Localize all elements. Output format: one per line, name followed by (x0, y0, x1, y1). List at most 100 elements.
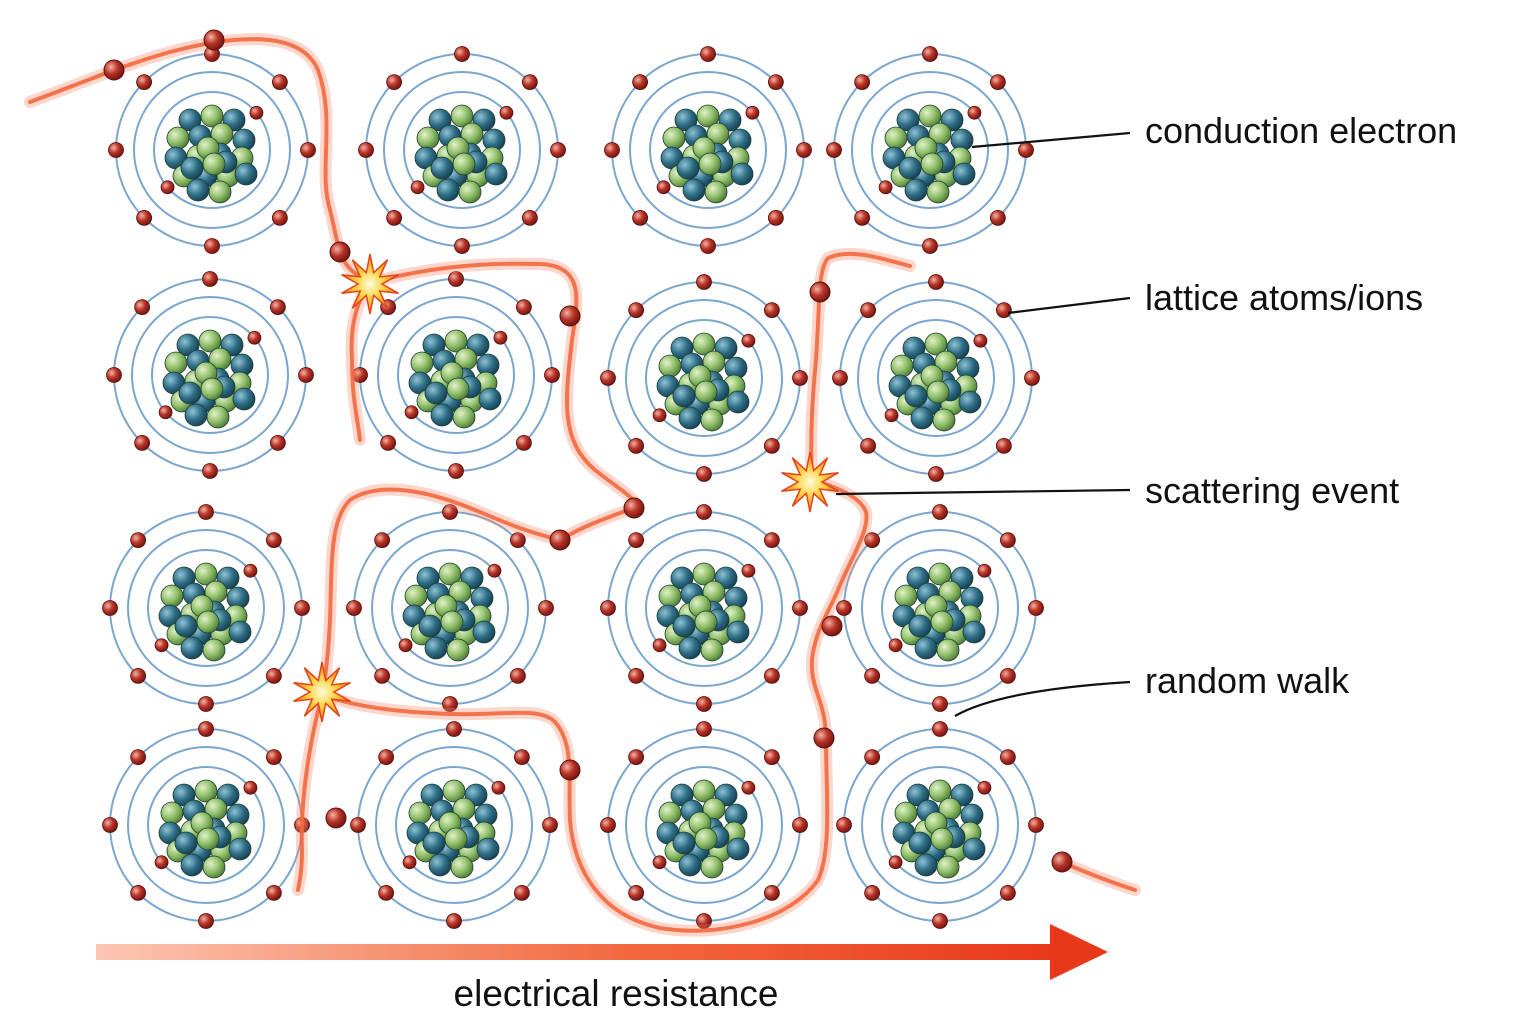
nucleus-sphere-green (890, 354, 914, 378)
orbit-ring (391, 549, 509, 667)
orbital-electron (154, 638, 169, 653)
orbital-electron (346, 600, 362, 616)
nucleus-sphere-green (160, 584, 184, 608)
orbital-electron (402, 855, 417, 870)
nucleus-sphere-green (198, 329, 222, 353)
orbital-electron (989, 209, 1006, 226)
orbital-electron (202, 463, 218, 479)
orbital-electron (294, 600, 310, 616)
orbital-electron (198, 696, 214, 712)
nucleus-sphere-green (450, 855, 474, 879)
orbit-ring (127, 746, 285, 904)
orbital-electron (380, 434, 397, 451)
lattice-atom (600, 274, 808, 482)
orbital-electron (130, 532, 147, 549)
nucleus-sphere-blue (908, 614, 932, 638)
orbital-electron (446, 913, 462, 929)
leader-lattice-atoms (1007, 296, 1131, 315)
orbital-electron (995, 437, 1012, 454)
orbital-electron (884, 408, 899, 423)
nucleus-sphere-blue (904, 178, 928, 202)
lattice-atom (836, 504, 1044, 712)
orbital-electron (989, 74, 1006, 91)
orbital-electron (792, 817, 808, 833)
lattice-atom (102, 721, 310, 929)
orbital-electron (826, 142, 842, 158)
orbital-electron (741, 563, 756, 578)
orbital-electron (878, 180, 893, 195)
orbital-electron (350, 817, 366, 833)
orbital-electron (410, 180, 425, 195)
orbital-electron (628, 532, 645, 549)
orbital-electron (154, 855, 169, 870)
nucleus (656, 779, 750, 879)
nucleus-sphere-green (446, 638, 470, 662)
nucleus-sphere-blue (422, 831, 446, 855)
nucleus-sphere-blue (174, 614, 198, 638)
orbital-electron (977, 563, 992, 578)
orbital-electron (374, 532, 391, 549)
nucleus-sphere-green (416, 126, 440, 150)
orbital-electron (198, 504, 214, 520)
orbital-electron (513, 749, 530, 766)
nucleus (406, 779, 500, 879)
nucleus-sphere-blue (672, 384, 696, 408)
orbital-electron (134, 434, 151, 451)
orbit-ring (629, 71, 787, 229)
orbital-electron (932, 721, 948, 737)
nucleus-sphere-blue (424, 381, 448, 405)
nucleus-sphere-blue (228, 620, 252, 644)
nucleus-sphere-green (704, 180, 728, 204)
orbital-electron (696, 466, 712, 482)
nucleus-sphere-green (458, 180, 482, 204)
orbital-electron (269, 434, 286, 451)
orbital-electron (700, 238, 716, 254)
nucleus-sphere-green (928, 779, 952, 803)
arrow-head-icon (1050, 924, 1108, 980)
orbital-electron (1024, 370, 1040, 386)
orbital-electron (796, 142, 812, 158)
orbital-electron (977, 780, 992, 795)
orbital-electron (763, 437, 780, 454)
orbit-ring (371, 529, 529, 687)
nucleus (660, 104, 754, 204)
nucleus-sphere-blue (484, 162, 508, 186)
orbital-electron (1028, 817, 1044, 833)
orbital-electron (521, 209, 538, 226)
nucleus-sphere-green (206, 405, 230, 429)
orbital-electron (298, 367, 314, 383)
label-scattering-event: scattering event (1145, 470, 1399, 511)
orbital-electron (378, 749, 395, 766)
conduction-electron (329, 241, 351, 263)
nucleus (882, 104, 976, 204)
nucleus-sphere-green (930, 610, 954, 634)
orbital-electron (696, 913, 712, 929)
orbital-electron (136, 209, 153, 226)
orbital-electron (491, 780, 506, 795)
nucleus-sphere-green (202, 855, 226, 879)
orbit-ring (877, 319, 995, 437)
nucleus-sphere-green (444, 329, 468, 353)
orbital-electron (928, 466, 944, 482)
orbital-electron (448, 271, 464, 287)
nucleus-sphere-green (694, 610, 718, 634)
nucleus-sphere-blue (672, 614, 696, 638)
nucleus-sphere-blue (180, 853, 204, 877)
nucleus-sphere-blue (676, 156, 700, 180)
orbital-electron (509, 667, 526, 684)
nucleus-sphere-green (692, 779, 716, 803)
nucleus-sphere-green (410, 351, 434, 375)
conduction-electron (559, 759, 581, 781)
nucleus (158, 779, 252, 879)
orbit-ring (857, 299, 1015, 457)
orbital-electron (102, 600, 118, 616)
orbital-electron (836, 600, 852, 616)
nucleus-sphere-blue (898, 156, 922, 180)
orbital-electron (696, 274, 712, 290)
orbit-ring (625, 299, 783, 457)
nucleus-sphere-green (884, 126, 908, 150)
orbital-electron (628, 884, 645, 901)
label-leaders (835, 131, 1131, 717)
orbital-electron (378, 884, 395, 901)
orbital-electron (656, 180, 671, 195)
